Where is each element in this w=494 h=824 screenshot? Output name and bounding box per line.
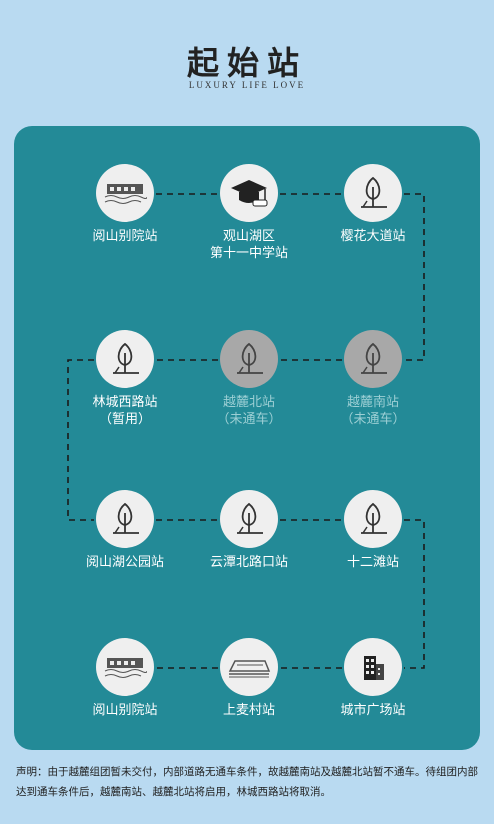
station-icon bbox=[344, 164, 402, 222]
station-name: 云潭北路口站 bbox=[209, 555, 288, 570]
page-title: 起始站 bbox=[186, 44, 307, 82]
station-name: 阅山别院站 bbox=[92, 703, 158, 718]
building-icon bbox=[104, 658, 147, 678]
tree-icon bbox=[113, 502, 139, 534]
tree-icon bbox=[361, 176, 387, 208]
station-name: 上麦村站 bbox=[222, 703, 275, 718]
station-9[interactable]: 十二滩站 bbox=[313, 490, 433, 571]
station-name: 越麓南站 bbox=[346, 395, 399, 410]
route-line bbox=[67, 193, 425, 669]
route-map-panel: 阅山别院站 观山湖区第十一中学站 樱花大道站 林城西路站 （暂用） 越麓北站 （未通… bbox=[14, 126, 480, 750]
station-icon bbox=[96, 164, 154, 222]
station-name: 观山湖区 bbox=[222, 229, 275, 244]
building-icon bbox=[104, 184, 147, 204]
station-7[interactable]: 阅山湖公园站 bbox=[65, 490, 185, 571]
station-icon bbox=[96, 330, 154, 388]
station-subname: （未通车） bbox=[340, 412, 406, 427]
station-icon bbox=[220, 638, 278, 696]
station-1[interactable]: 阅山别院站 bbox=[65, 164, 185, 245]
station-name: 阅山别院站 bbox=[92, 229, 158, 244]
station-name: 城市广场站 bbox=[340, 703, 406, 718]
station-subname: 第十一中学站 bbox=[209, 246, 288, 261]
station-8[interactable]: 云潭北路口站 bbox=[189, 490, 309, 571]
train-icon bbox=[228, 660, 271, 678]
station-icon bbox=[220, 164, 278, 222]
station-icon bbox=[344, 638, 402, 696]
tree-icon bbox=[237, 342, 263, 374]
station-11[interactable]: 上麦村站 bbox=[189, 638, 309, 719]
station-icon bbox=[344, 330, 402, 388]
station-6[interactable]: 越麓南站 （未通车） bbox=[313, 330, 433, 428]
station-icon bbox=[96, 490, 154, 548]
station-icon bbox=[220, 330, 278, 388]
station-subname: （未通车） bbox=[216, 412, 282, 427]
station-icon bbox=[96, 638, 154, 696]
station-name: 阅山湖公园站 bbox=[85, 555, 164, 570]
station-name: 越麓北站 bbox=[222, 395, 275, 410]
station-4[interactable]: 林城西路站 （暂用） bbox=[65, 330, 185, 428]
city-icon bbox=[364, 656, 384, 680]
tree-icon bbox=[361, 502, 387, 534]
station-5[interactable]: 越麓北站 （未通车） bbox=[189, 330, 309, 428]
graduation-cap-icon bbox=[231, 180, 268, 207]
tree-icon bbox=[113, 342, 139, 374]
station-12[interactable]: 城市广场站 bbox=[313, 638, 433, 719]
station-2[interactable]: 观山湖区第十一中学站 bbox=[189, 164, 309, 262]
station-3[interactable]: 樱花大道站 bbox=[313, 164, 433, 245]
station-subname: （暂用） bbox=[98, 412, 151, 427]
station-name: 樱花大道站 bbox=[340, 229, 406, 244]
tree-icon bbox=[361, 342, 387, 374]
station-name: 林城西路站 bbox=[92, 395, 158, 410]
page-subtitle: LUXURY LIFE LOVE bbox=[188, 80, 306, 90]
notice-text: 声明：由于越麓组团暂未交付，内部道路无通车条件，故越麓南站及越麓北站暂不通车。待… bbox=[16, 766, 478, 798]
station-10[interactable]: 阅山别院站 bbox=[65, 638, 185, 719]
station-name: 十二滩站 bbox=[346, 555, 399, 570]
station-icon bbox=[344, 490, 402, 548]
station-icon bbox=[220, 490, 278, 548]
tree-icon bbox=[237, 502, 263, 534]
